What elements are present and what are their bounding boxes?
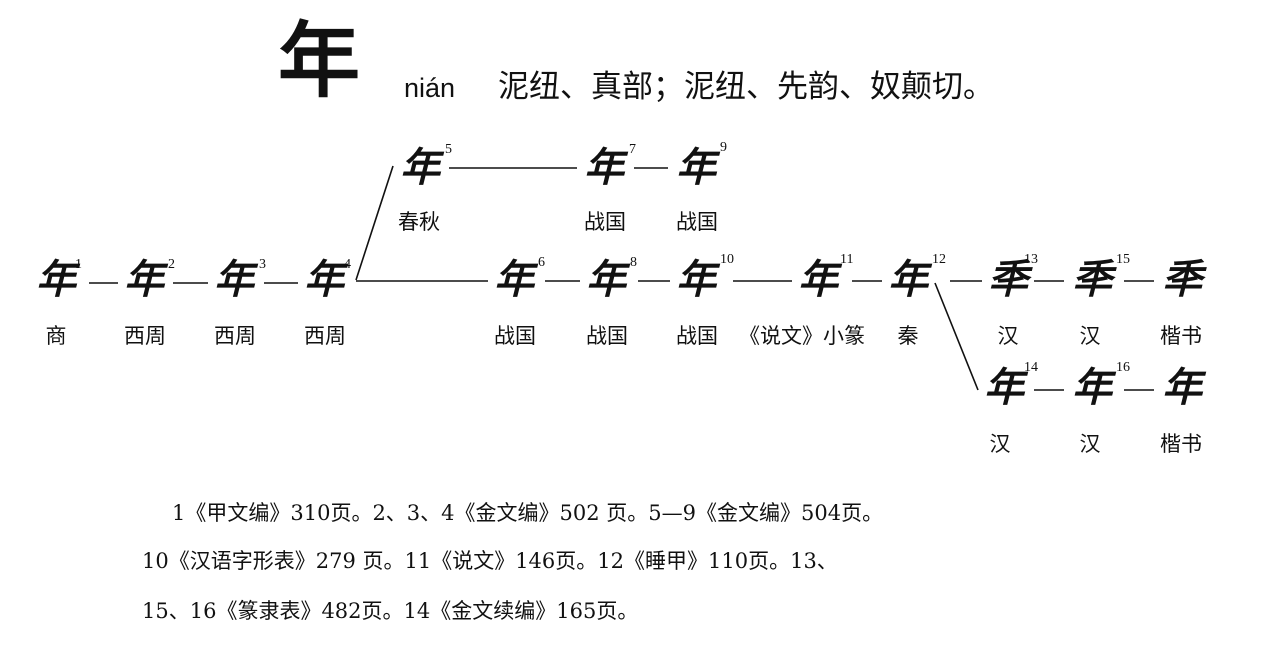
glyph-number-5: 5 <box>445 142 452 157</box>
glyph-number-16: 16 <box>1116 360 1130 375</box>
source-note-1: 1《甲文编》310页。2、3、4《金文编》502 页。5—9《金文编》504页。 <box>172 501 884 525</box>
period-label-6: 战国 <box>494 324 536 348</box>
glyph-11: 年 <box>798 256 838 303</box>
glyph-15: 秊 <box>1072 256 1112 303</box>
glyph-4: 年 <box>304 256 344 303</box>
glyph-number-10: 10 <box>720 252 734 267</box>
phonology-note: 泥纽、真部；泥纽、先韵、奴颠切。 <box>498 69 994 105</box>
period-label-12: 秦 <box>897 324 919 348</box>
connector-4-5 <box>355 165 394 281</box>
period-label-13: 汉 <box>997 324 1019 348</box>
glyph-number-13: 13 <box>1024 252 1038 267</box>
glyph-10: 年 <box>676 256 716 303</box>
period-label-14: 汉 <box>989 432 1011 456</box>
head-character: 年 <box>278 14 361 109</box>
glyph-3: 年 <box>214 256 254 303</box>
period-label-15: 汉 <box>1079 324 1101 348</box>
source-note-3: 15、16《篆隶表》482页。14《金文续编》165页。 <box>142 599 639 623</box>
source-note-2: 10《汉语字形表》279 页。11《说文》146页。12《睡甲》110页。13、 <box>142 549 838 573</box>
period-label-4: 西周 <box>304 324 346 348</box>
glyph-14: 年 <box>984 364 1024 411</box>
period-label-10: 战国 <box>676 324 718 348</box>
glyph-number-4: 4 <box>344 257 351 272</box>
glyph-1: 年 <box>36 256 76 303</box>
glyph-5: 年 <box>400 144 440 191</box>
glyph-number-7: 7 <box>629 142 636 157</box>
glyph-8: 年 <box>586 256 626 303</box>
period-label-7: 战国 <box>584 210 626 234</box>
glyph-7: 年 <box>584 144 624 191</box>
glyph-number-8: 8 <box>630 255 637 270</box>
period-label-2: 西周 <box>124 324 166 348</box>
period-label-3: 西周 <box>214 324 256 348</box>
glyph-number-6: 6 <box>538 255 545 270</box>
glyph-2: 年 <box>124 256 164 303</box>
period-label-1: 商 <box>45 324 67 348</box>
glyph-9: 年 <box>676 144 716 191</box>
period-label-kaishu-1: 楷书 <box>1160 324 1202 348</box>
glyph-12: 年 <box>888 256 928 303</box>
glyph-number-2: 2 <box>168 257 175 272</box>
period-label-8: 战国 <box>586 324 628 348</box>
glyph-kaishu-2: 年 <box>1162 364 1202 411</box>
glyph-number-9: 9 <box>720 140 727 155</box>
glyph-16: 年 <box>1072 364 1112 411</box>
glyph-number-3: 3 <box>259 257 266 272</box>
glyph-6: 年 <box>494 256 534 303</box>
glyph-number-15: 15 <box>1116 252 1130 267</box>
glyph-number-14: 14 <box>1024 360 1038 375</box>
glyph-number-1: 1 <box>75 257 82 272</box>
glyph-number-12: 12 <box>932 252 946 267</box>
period-label-11: 《说文》小篆 <box>739 324 865 348</box>
glyph-number-11: 11 <box>840 252 854 267</box>
period-label-16: 汉 <box>1079 432 1101 456</box>
connector-12-14 <box>934 282 979 391</box>
period-label-9: 战国 <box>676 210 718 234</box>
glyph-13: 秊 <box>988 256 1028 303</box>
pinyin: nián <box>404 73 456 103</box>
glyph-kaishu-1: 秊 <box>1162 256 1202 303</box>
period-label-kaishu-2: 楷书 <box>1160 432 1202 456</box>
period-label-5: 春秋 <box>398 210 440 234</box>
